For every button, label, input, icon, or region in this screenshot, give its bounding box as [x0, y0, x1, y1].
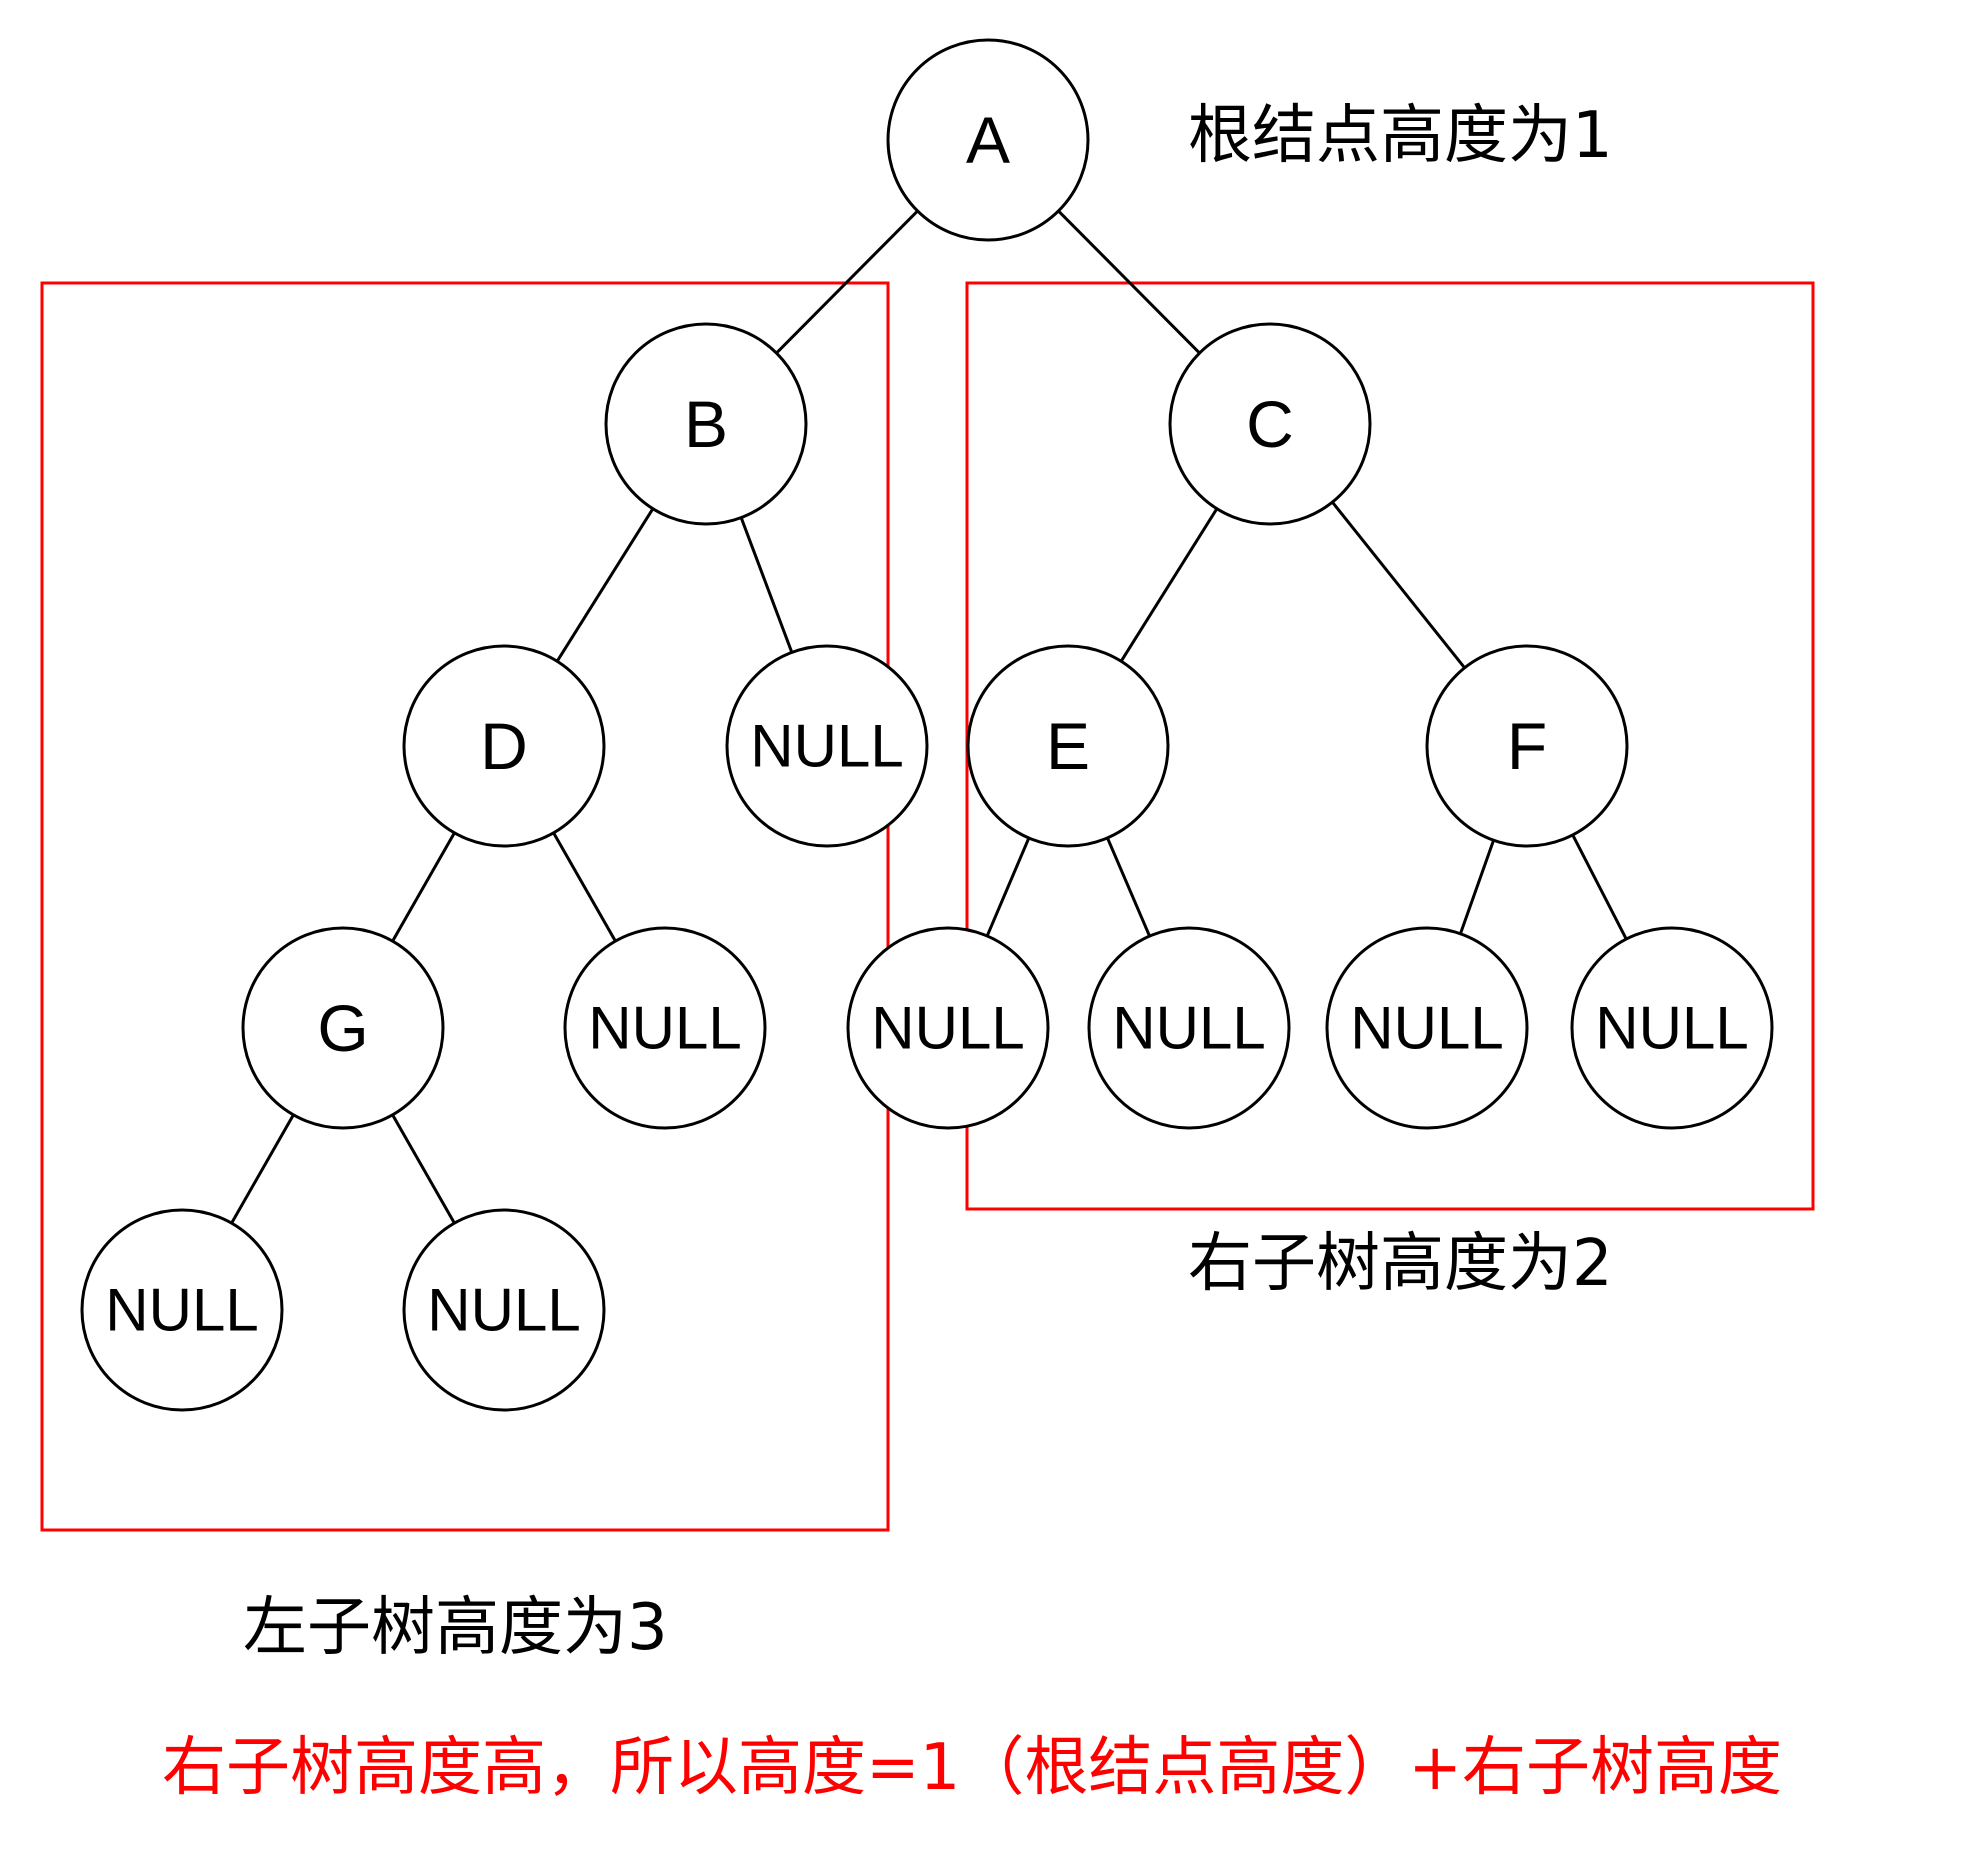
tree-node-c: C [1168, 322, 1372, 526]
node-label-d: D [480, 709, 528, 783]
node-label-null: NULL [871, 995, 1024, 1062]
node-label-null: NULL [1112, 995, 1265, 1062]
node-label-null: NULL [1350, 995, 1503, 1062]
node-label-null: NULL [750, 713, 903, 780]
tree-node-e-right-null: NULL [1087, 926, 1291, 1130]
conclusion-text: 右子树高度高，所以高度=1（根结点高度）+右子树高度 [162, 1731, 1782, 1805]
tree-node-g: G [241, 926, 445, 1130]
tree-node-b: B [604, 322, 808, 526]
tree-node-b-right-null: NULL [725, 644, 929, 848]
node-label-null: NULL [105, 1277, 258, 1344]
left-subtree-height-annotation: 左子树高度为3 [243, 1591, 668, 1665]
node-label-a: A [966, 103, 1010, 177]
tree-node-f: F [1425, 644, 1629, 848]
tree-node-g-left-null: NULL [80, 1208, 284, 1412]
tree-node-a: A [886, 38, 1090, 242]
node-label-c: C [1246, 387, 1294, 461]
node-label-g: G [317, 991, 368, 1065]
node-label-b: B [684, 387, 728, 461]
tree-node-e: E [966, 644, 1170, 848]
tree-node-g-right-null: NULL [402, 1208, 606, 1412]
root-height-annotation: 根结点高度为1 [1188, 99, 1613, 173]
tree-node-f-right-null: NULL [1570, 926, 1774, 1130]
node-label-null: NULL [588, 995, 741, 1062]
node-label-f: F [1507, 709, 1547, 783]
tree-node-f-left-null: NULL [1325, 926, 1529, 1130]
node-label-e: E [1046, 709, 1090, 783]
tree-node-e-left-null: NULL [846, 926, 1050, 1130]
node-label-null: NULL [427, 1277, 580, 1344]
right-subtree-height-annotation: 右子树高度为2 [1188, 1227, 1613, 1301]
node-label-null: NULL [1595, 995, 1748, 1062]
left-subtree-box [40, 281, 890, 1532]
tree-node-d: D [402, 644, 606, 848]
tree-node-d-right-null: NULL [563, 926, 767, 1130]
